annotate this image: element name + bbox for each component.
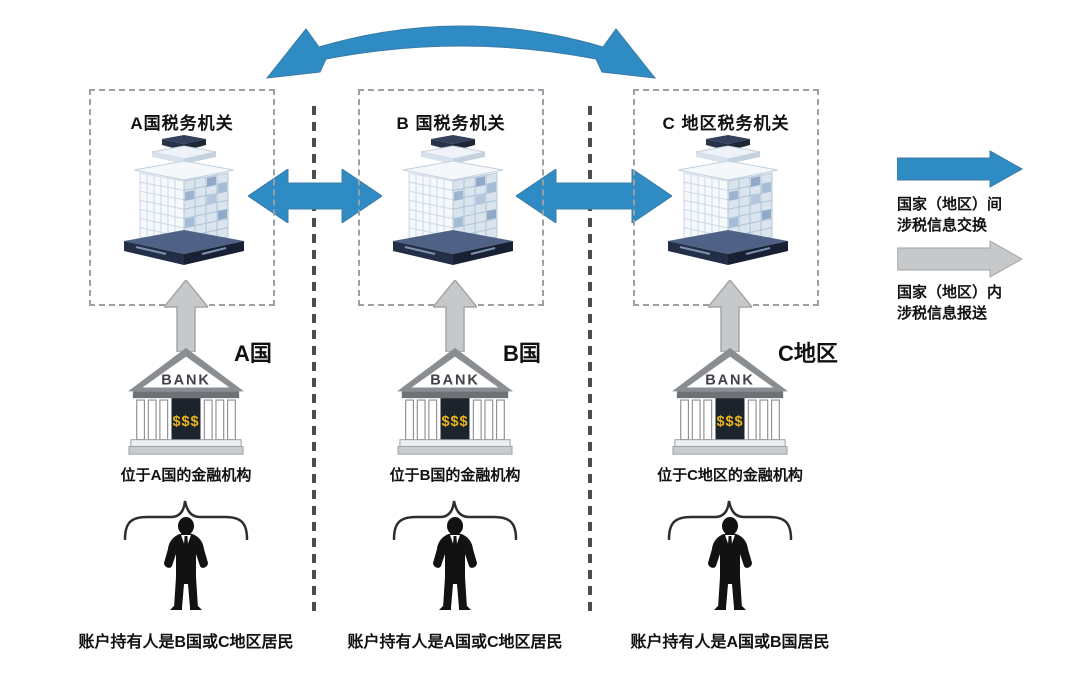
column-country-b: B 国税务机关 B国 位于B国的金融机构 账户持有人是A国或C地区居民 <box>325 0 585 697</box>
tax-authority-title: A国税务机关 <box>130 114 234 133</box>
bank-icon <box>128 346 244 458</box>
up-arrow-icon <box>164 280 208 352</box>
horizontal-double-arrow-icon <box>248 169 382 223</box>
dashed-divider <box>312 106 316 618</box>
legend-report-line1: 国家（地区）内 <box>897 284 1003 301</box>
dashed-divider <box>588 106 592 618</box>
businessman-icon <box>702 517 758 613</box>
country-label: B国 <box>503 341 541 366</box>
legend-gray-arrow-icon <box>897 240 1023 278</box>
account-holder-label: 账户持有人是A国或C地区居民 <box>347 634 563 651</box>
tax-authority-box: C 地区税务机关 <box>633 89 819 306</box>
bank-icon <box>672 346 788 458</box>
country-label: A国 <box>234 341 272 366</box>
curved-double-arrow-icon <box>266 25 656 79</box>
legend-blue-arrow-icon <box>897 150 1023 188</box>
tax-authority-title: C 地区税务机关 <box>662 114 790 133</box>
account-holder-label: 账户持有人是A国或B国居民 <box>630 634 830 651</box>
tax-authority-box: B 国税务机关 <box>358 89 544 306</box>
account-holder-label: 账户持有人是B国或C地区居民 <box>78 634 294 651</box>
institution-label: 位于B国的金融机构 <box>389 467 521 484</box>
businessman-icon <box>427 517 483 613</box>
tax-authority-title: B 国税务机关 <box>396 114 506 133</box>
institution-label: 位于A国的金融机构 <box>120 467 252 484</box>
legend-exchange-line1: 国家（地区）间 <box>897 196 1003 213</box>
legend-report-label: 国家（地区）内 涉税信息报送 <box>897 282 1002 324</box>
legend-report-line2: 涉税信息报送 <box>897 305 988 322</box>
up-arrow-icon <box>433 280 477 352</box>
tax-authority-box: A国税务机关 <box>89 89 275 306</box>
legend: 国家（地区）间 涉税信息交换 国家（地区）内 涉税信息报送 <box>895 150 1070 335</box>
column-region-c: C 地区税务机关 C地区 位于C地区的金融机构 账户持有人是A国或B国居民 <box>600 0 860 697</box>
up-arrow-icon <box>708 280 752 352</box>
office-building-icon <box>383 133 523 293</box>
column-country-a: A国税务机关 A国 位于A国的金融机构 账户持有人是B国或C地区居民 <box>56 0 316 697</box>
country-label: C地区 <box>778 341 838 366</box>
bank-icon <box>397 346 513 458</box>
legend-exchange-line2: 涉税信息交换 <box>897 217 988 234</box>
office-building-icon <box>658 133 798 293</box>
office-building-icon <box>114 133 254 293</box>
institution-label: 位于C地区的金融机构 <box>657 467 803 484</box>
businessman-icon <box>158 517 214 613</box>
legend-exchange-label: 国家（地区）间 涉税信息交换 <box>897 194 1002 236</box>
